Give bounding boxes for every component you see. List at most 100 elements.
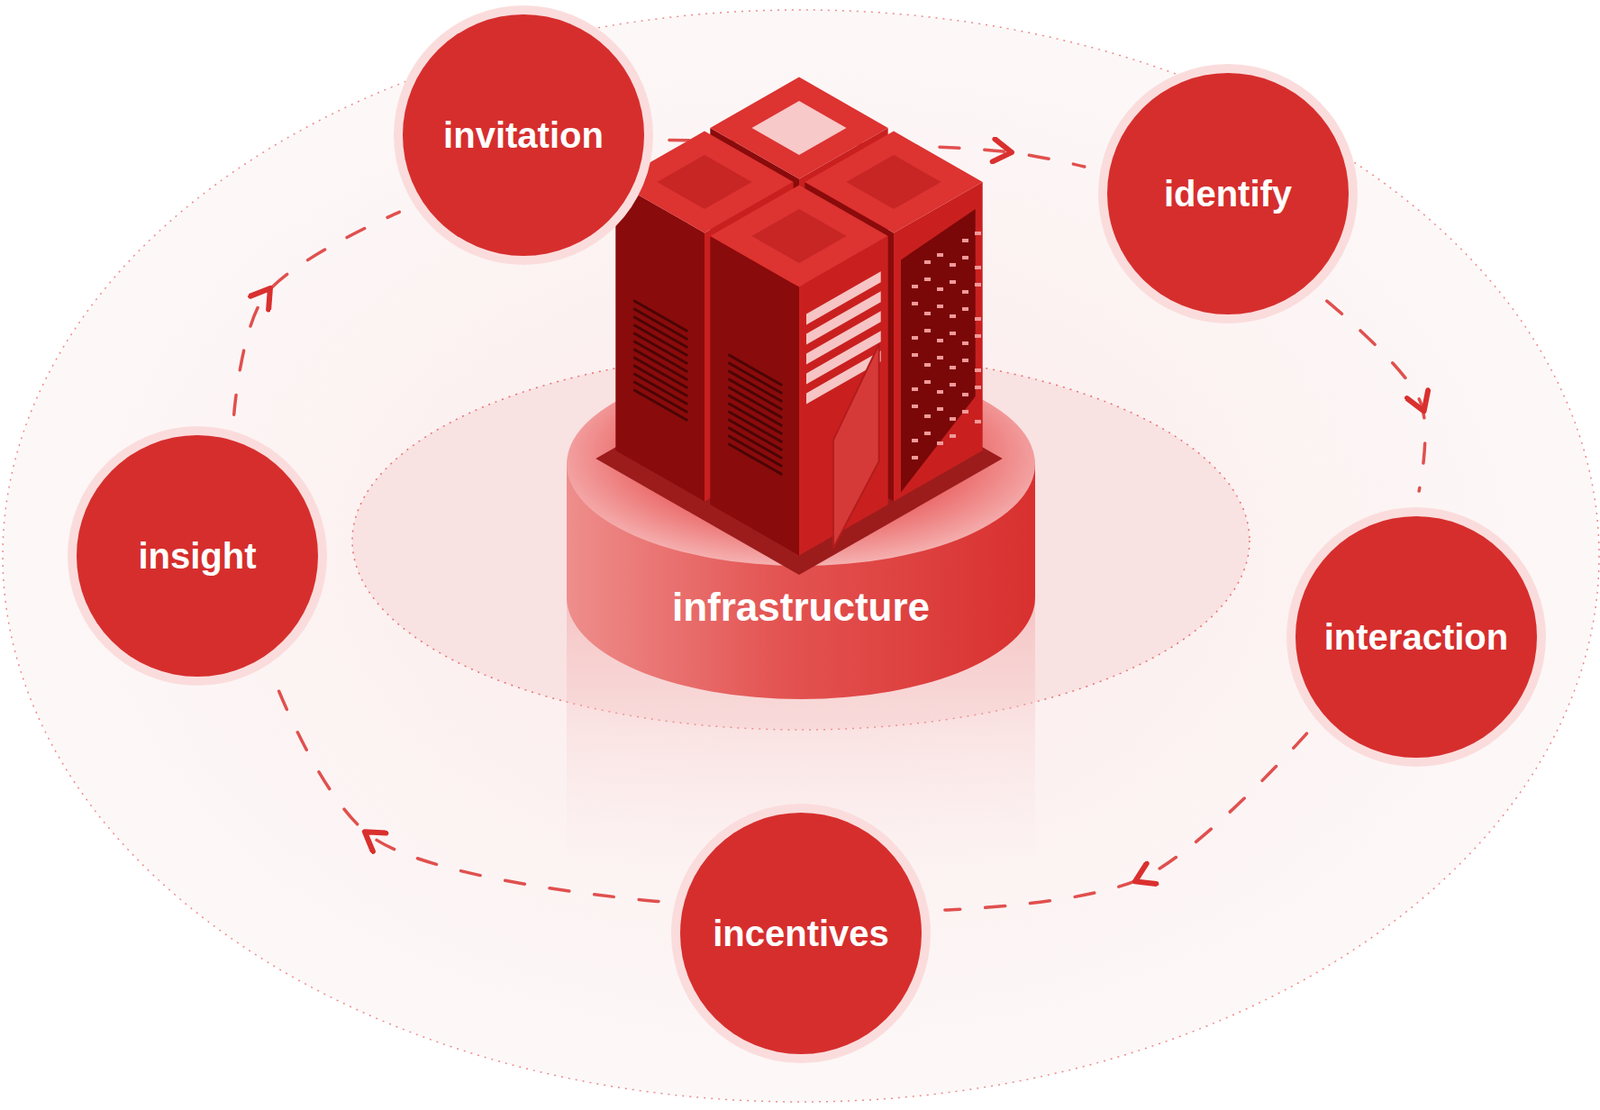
vent-slot — [633, 381, 688, 412]
led-dot — [949, 263, 956, 267]
led-dot — [949, 331, 956, 336]
led-dot — [962, 392, 969, 397]
vent-slot — [727, 370, 782, 401]
led-dot — [924, 380, 931, 384]
tower-side — [709, 236, 800, 555]
cylinder-shape — [566, 362, 1036, 700]
led-dot — [962, 358, 969, 363]
vent-slot — [633, 340, 688, 372]
door-panel — [833, 344, 880, 548]
led-dot — [924, 277, 931, 282]
cycle-connector — [274, 680, 659, 902]
led-dot — [962, 341, 969, 346]
led-dot — [962, 409, 969, 414]
led-dot — [911, 387, 919, 391]
led-dot — [962, 307, 969, 311]
top-panel — [846, 154, 942, 210]
led-dot — [924, 260, 931, 264]
circle-fill — [1107, 72, 1349, 315]
node-label: identify — [1163, 173, 1292, 215]
server-rack — [595, 77, 1003, 575]
vent-slot — [727, 402, 782, 434]
led-dot — [911, 301, 919, 306]
stage-circle: interaction — [1290, 510, 1543, 764]
led-dot — [974, 419, 982, 424]
circle-halo — [671, 803, 931, 1064]
vent-slot — [633, 308, 688, 339]
node-label: interaction — [1324, 617, 1509, 658]
vent-slot — [633, 324, 688, 355]
tower-front — [893, 181, 983, 501]
vent-slot — [633, 364, 688, 396]
vent-slot — [727, 418, 782, 450]
vent-slot — [727, 354, 782, 385]
platform-cylinder: infrastructure — [566, 362, 1036, 700]
circle-halo — [1286, 507, 1546, 767]
led-dot — [924, 328, 931, 333]
led-dot — [936, 390, 944, 394]
vent-slot — [633, 389, 688, 420]
led-dot — [924, 431, 931, 436]
led-dot — [936, 338, 944, 343]
led-dot — [911, 455, 919, 460]
stage-circle: invitation — [397, 9, 650, 262]
tower-front — [799, 236, 889, 555]
led-dot — [949, 365, 956, 370]
vent-slot — [633, 332, 688, 364]
led-dot — [962, 238, 969, 243]
outer-ring — [2, 9, 1600, 1102]
led-dot — [949, 280, 956, 284]
node-label: insight — [137, 536, 256, 577]
led-dot — [911, 284, 919, 289]
vent-slot — [727, 394, 782, 426]
node-label: invitation — [443, 115, 604, 156]
led-dot — [974, 265, 982, 270]
led-dot — [974, 317, 982, 321]
led-dot — [911, 353, 919, 357]
top-panel — [657, 154, 753, 210]
led-dot — [936, 304, 944, 309]
vent-slot — [727, 435, 782, 466]
led-dot — [974, 282, 982, 287]
led-dot — [911, 404, 919, 409]
vent-slot — [633, 316, 688, 347]
tower-side — [615, 181, 705, 501]
stage-circle: identify — [1101, 67, 1355, 320]
circle-fill — [76, 435, 319, 677]
display-panel — [900, 209, 976, 492]
vent-slot — [633, 300, 688, 331]
circle-fill — [1295, 516, 1537, 758]
vent-slot — [727, 378, 782, 410]
led-dot — [911, 336, 919, 340]
led-dot — [974, 368, 982, 373]
led-dot — [949, 434, 956, 438]
led-dot — [936, 407, 944, 411]
led-dot — [949, 314, 956, 319]
cycle-connector — [945, 733, 1308, 910]
led-dot — [924, 414, 931, 419]
top-panel — [752, 100, 847, 155]
circle-halo — [1098, 63, 1358, 324]
led-dot — [936, 287, 944, 291]
vent-slot — [727, 427, 782, 458]
vent-slot — [727, 386, 782, 418]
led-dot — [911, 438, 919, 443]
led-dot — [936, 441, 944, 446]
led-dot — [936, 355, 944, 360]
vent-slot — [727, 443, 782, 474]
led-dot — [924, 311, 931, 316]
led-dot — [936, 253, 944, 257]
stage-circle: insight — [71, 429, 324, 682]
led-dot — [974, 231, 982, 236]
tower-top — [709, 185, 888, 288]
circle-fill — [680, 812, 922, 1055]
led-dot — [949, 417, 956, 421]
led-dot — [974, 385, 982, 390]
vent-slot — [727, 410, 782, 442]
cycle-connector — [234, 211, 400, 415]
top-panel — [752, 209, 847, 264]
vent-slot — [633, 356, 688, 388]
vent-slot — [633, 348, 688, 380]
vent-slot — [633, 372, 688, 404]
node-label: incentives — [712, 913, 890, 955]
